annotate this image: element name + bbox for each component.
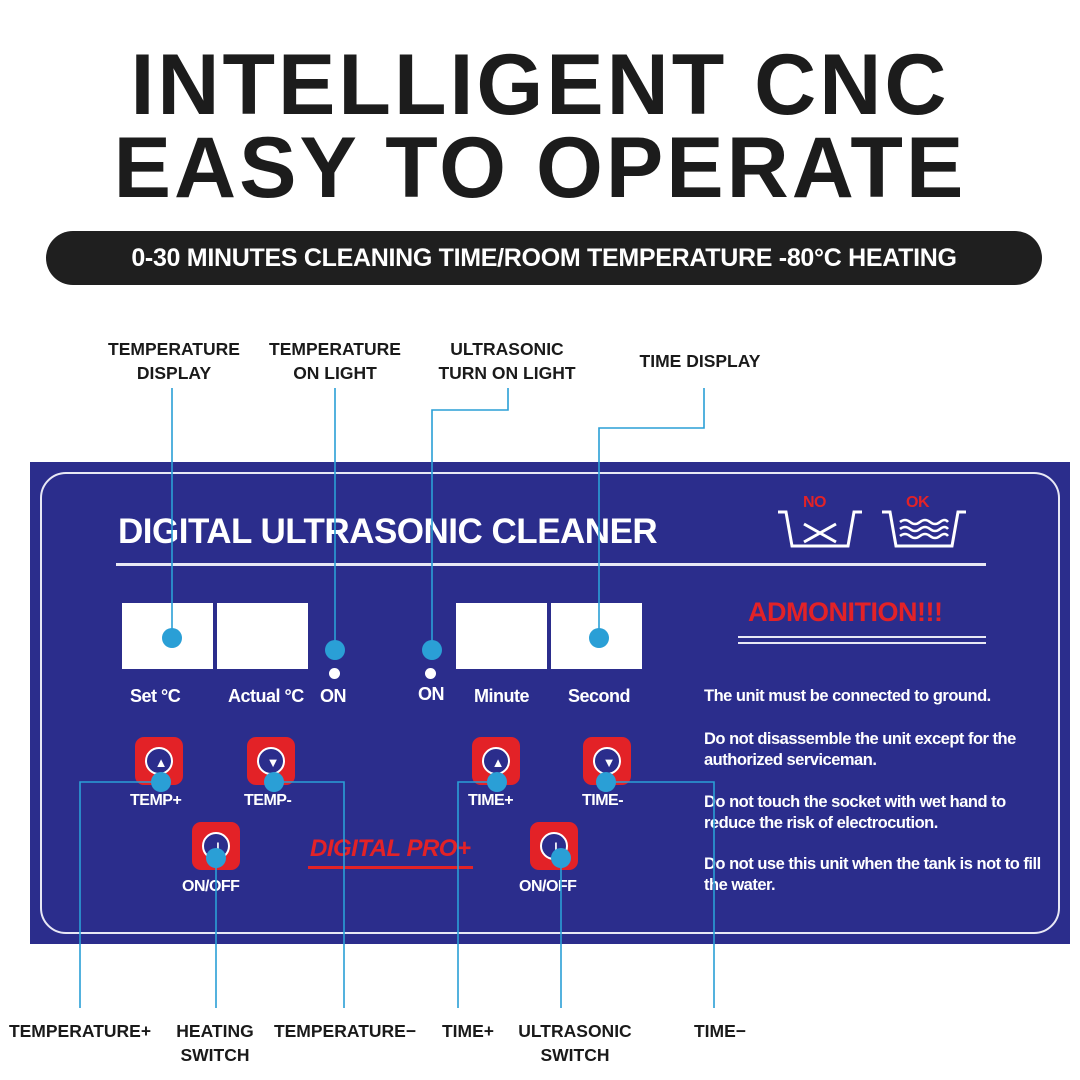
callout-dot-temp-minus <box>264 772 284 792</box>
second-label: Second <box>568 686 631 706</box>
title-divider <box>116 563 986 566</box>
ok-label: OK <box>906 494 930 511</box>
callout-time-display: TIME DISPLAY <box>639 351 761 371</box>
arrow-up-icon: ▲ <box>491 755 505 770</box>
arrow-up-icon: ▲ <box>154 755 168 770</box>
warning-3: Do not touch the socket with wet hand to… <box>704 793 1006 832</box>
callout-dot-temp-plus <box>151 772 171 792</box>
arrow-down-icon: ▼ <box>266 755 280 770</box>
callout-heating-switch: HEATING SWITCH <box>176 1021 254 1065</box>
ultrasonic-onoff-label: ON/OFF <box>519 878 577 895</box>
callout-dot-time-minus <box>596 772 616 792</box>
temperature-on-led <box>329 668 340 679</box>
panel-title: DIGITAL ULTRASONIC CLEANER <box>118 512 658 551</box>
power-icon: | <box>204 834 232 862</box>
temp-plus-button[interactable]: ▲ <box>135 737 183 785</box>
warning-4: Do not use this unit when the tank is no… <box>704 855 1041 894</box>
admonition-rule-1 <box>738 636 986 638</box>
set-temp-label: Set °C <box>130 686 181 706</box>
temp-minus-label: TEMP- <box>244 792 292 809</box>
ultrasonic-on-led <box>425 668 436 679</box>
callout-temperature-on-light: TEMPERATURE ON LIGHT <box>269 339 401 383</box>
callout-dot-ultrasonic-switch <box>551 848 571 868</box>
warning-1: The unit must be connected to ground. <box>704 687 991 705</box>
callout-dot-temperature-display <box>162 628 182 648</box>
callout-dot-temperature-light <box>325 640 345 660</box>
ultra-on-label: ON <box>418 684 445 704</box>
no-tank-icon <box>778 510 862 548</box>
warning-2: Do not disassemble the unit except for t… <box>704 730 1016 769</box>
time-plus-label: TIME+ <box>468 792 514 809</box>
brand-logo: DIGITAL PRO+ <box>310 835 471 862</box>
callout-dot-ultrasonic-light <box>422 640 442 660</box>
callout-ultrasonic-turn-on-light: ULTRASONIC TURN ON LIGHT <box>438 339 576 383</box>
callout-dot-time-plus <box>487 772 507 792</box>
admonition-heading: ADMONITION!!! <box>748 597 943 627</box>
arrow-down-icon: ▼ <box>602 755 616 770</box>
heating-onoff-label: ON/OFF <box>182 878 240 895</box>
admonition-rule-2 <box>738 642 986 644</box>
headline-line-1: INTELLIGENT CNC <box>130 37 950 133</box>
temp-plus-label: TEMP+ <box>130 792 182 809</box>
subtitle-banner: 0-30 MINUTES CLEANING TIME/ROOM TEMPERAT… <box>46 231 1042 326</box>
power-icon: | <box>554 840 558 855</box>
callout-dot-time-display <box>589 628 609 648</box>
time-minus-label: TIME- <box>582 792 624 809</box>
no-label: NO <box>803 494 827 511</box>
callout-dot-heating-switch <box>206 848 226 868</box>
headline-line-2: EASY TO OPERATE <box>113 120 967 216</box>
temperature-actual-display <box>217 603 308 669</box>
tank-icons <box>778 510 966 548</box>
brand-underline <box>308 866 473 869</box>
callout-temperature-minus: TEMPERATURE− <box>273 1021 417 1041</box>
actual-temp-label: Actual °C <box>228 686 304 706</box>
callout-temperature-display: TEMPERATURE DISPLAY <box>108 339 240 383</box>
callout-ultrasonic-switch: ULTRASONIC SWITCH <box>518 1021 632 1065</box>
ok-tank-icon <box>882 510 966 548</box>
callout-temperature-plus: TEMPERATURE+ <box>8 1021 152 1041</box>
callout-time-minus: TIME− <box>693 1021 747 1041</box>
time-plus-button[interactable]: ▲ <box>472 737 520 785</box>
minute-label: Minute <box>474 686 530 706</box>
temp-on-label: ON <box>320 686 347 706</box>
control-panel-border <box>40 472 1060 934</box>
time-minute-display <box>456 603 547 669</box>
callout-time-plus: TIME+ <box>441 1021 495 1041</box>
